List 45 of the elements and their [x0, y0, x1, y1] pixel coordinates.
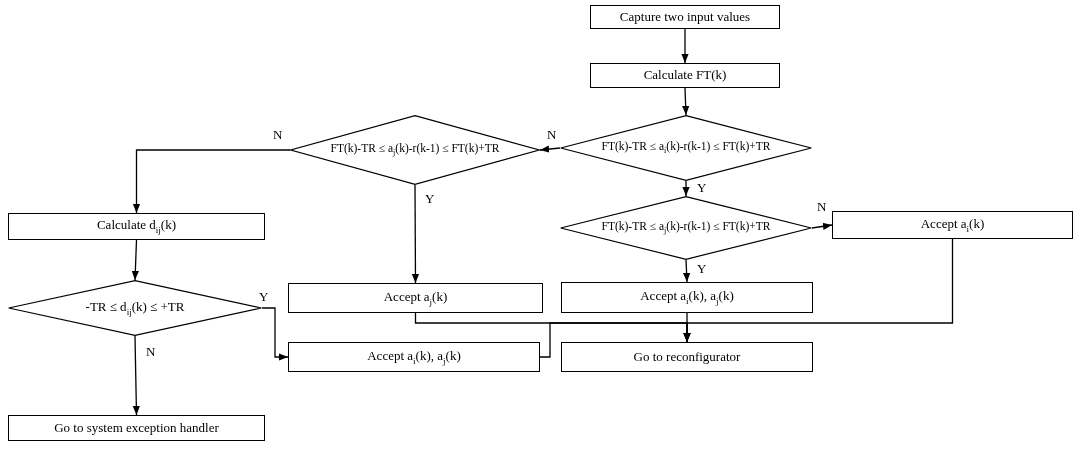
edge-label: Y: [696, 262, 708, 275]
process-box: [590, 63, 780, 88]
process-box: [561, 342, 813, 372]
arrow: [539, 322, 691, 358]
node-text: Go to reconfigurator: [633, 349, 741, 365]
node-text: Go to system exception handler: [54, 420, 219, 436]
arrow: [681, 28, 689, 64]
process-box: [288, 283, 543, 313]
node-text: Accept a$_{i}$(k), a$_{j}$(k): [367, 348, 461, 366]
node-text: -TR ≤ d$_{ij}$(k) ≤ +TR: [85, 299, 185, 317]
edge-label: Y: [424, 192, 436, 205]
process-box: [561, 282, 813, 313]
node-text: Accept a$_{i}$(k): [920, 216, 985, 234]
arrow: [682, 259, 691, 283]
arrow: [411, 184, 420, 284]
node-text: FT(k)-TR ≤ a$_{i}$(k)-r(k-1) ≤ FT(k)+TR: [601, 139, 771, 157]
process-box: [590, 5, 780, 29]
edge-label: N: [272, 128, 284, 141]
process-box: [832, 211, 1073, 239]
node-text: Calculate d$_{ij}$(k): [96, 218, 177, 235]
decision-diamond: [560, 115, 812, 181]
node-text: Accept a$_{j}$(k): [383, 289, 448, 307]
node-text: Calculate FT(k): [643, 68, 727, 83]
node-text: FT(k)-TR ≤ a$_{j}$(k)-r(k-1) ≤ FT(k)+TR: [601, 219, 771, 237]
process-box: [8, 213, 265, 240]
edge-label: N: [816, 200, 828, 213]
arrow: [811, 222, 833, 230]
edge-label: Y: [696, 181, 708, 194]
edge-label: N: [546, 128, 558, 141]
node-text: Accept a$_{i}$(k), a$_{j}$(k): [640, 289, 734, 306]
arrow: [132, 335, 140, 416]
node-text: FT(k)-TR ≤ a$_{j}$(k)-r(k-1) ≤ FT(k)+TR: [330, 141, 500, 159]
arrow: [539, 145, 561, 153]
arrow: [132, 149, 291, 214]
arrow: [131, 239, 139, 281]
node-text: Capture two input values: [619, 9, 751, 25]
process-box: [8, 415, 265, 441]
decision-diamond: [290, 115, 540, 185]
process-box: [288, 342, 540, 372]
edge-label: N: [145, 345, 157, 358]
arrow: [682, 180, 690, 197]
arrow: [682, 87, 690, 116]
arrow: [261, 307, 289, 361]
edge-label: Y: [258, 290, 270, 303]
decision-diamond: [560, 196, 812, 260]
